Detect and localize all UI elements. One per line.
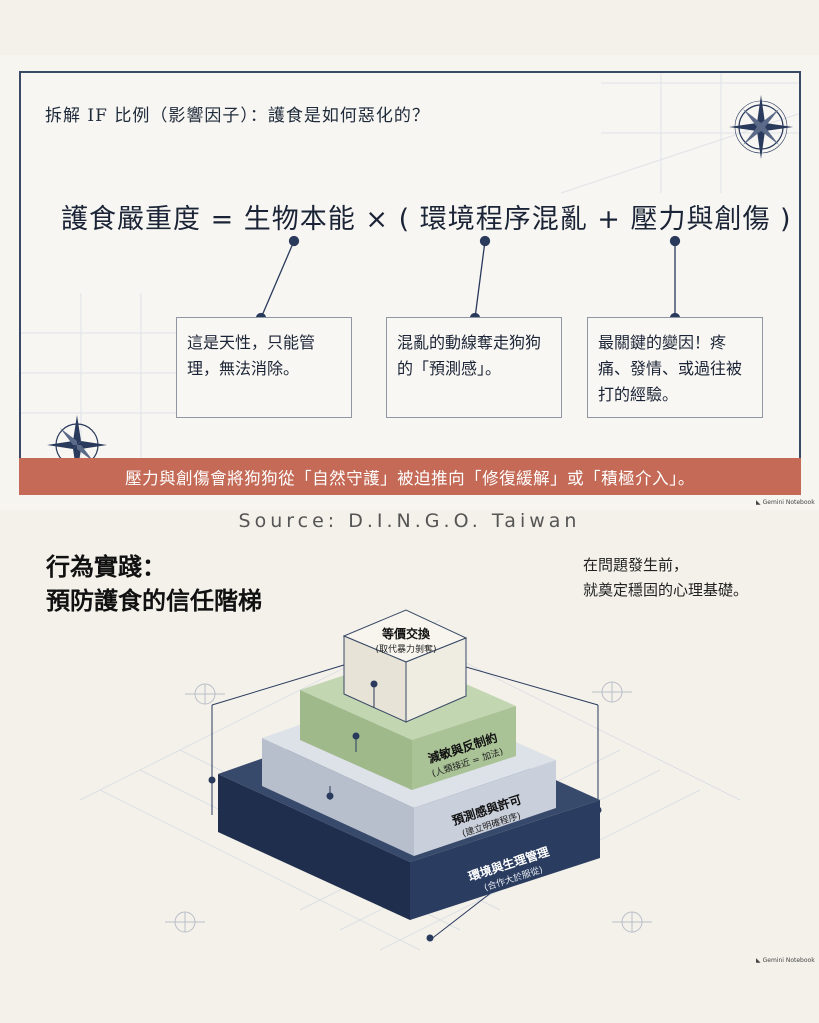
top-panel: 拆解 IF 比例（影響因子）：護食是如何惡化的？ 護食嚴重度 = 生物本能 × … <box>0 55 819 510</box>
source-credit: Source: D.I.N.G.O. Taiwan <box>238 510 581 532</box>
section-title: 行為實踐： 預防護食的信任階梯 <box>46 550 262 618</box>
brand-tag: ◣Gemini Notebook <box>756 957 815 964</box>
panel-frame: 拆解 IF 比例（影響因子）：護食是如何惡化的？ 護食嚴重度 = 生物本能 × … <box>19 71 801 495</box>
formula: 護食嚴重度 = 生物本能 × ( 環境程序混亂 + 壓力與創傷 ) <box>61 204 792 235</box>
brand-label: Gemini Notebook <box>762 957 815 964</box>
subtitle-line-2: 就奠定穩固的心理基礎。 <box>583 581 749 599</box>
brand-icon: ◣ <box>756 957 761 964</box>
title-line-2: 預防護食的信任階梯 <box>46 587 262 615</box>
brand-icon: ◣ <box>756 499 761 506</box>
panel-heading: 拆解 IF 比例（影響因子）：護食是如何惡化的？ <box>45 106 430 126</box>
tier-top <box>342 609 468 723</box>
tier-1-subtitle: (取代暴力剝奪) <box>375 643 436 655</box>
callout-instinct: 這是天性，只能管理，無法消除。 <box>176 317 352 418</box>
title-line-1: 行為實踐： <box>46 553 166 581</box>
tier-1-title: 等價交換 <box>381 626 431 641</box>
callout-environment: 混亂的動線奪走狗狗的「預測感」。 <box>386 317 562 418</box>
inner-connectors <box>326 680 378 800</box>
compass-icon <box>165 681 652 933</box>
trust-ladder-pyramid: 等價交換 (取代暴力剝奪) 減敏與反制約 (人類接近 = 加法) 預測感與許可 … <box>79 609 741 951</box>
brand-label: Gemini Notebook <box>762 499 815 506</box>
callout-stress: 最關鍵的變因！疼痛、發情、或過往被打的經驗。 <box>587 317 763 418</box>
summary-banner: 壓力與創傷會將狗狗從「自然守護」被迫推向「修復緩解」或「積極介入」。 <box>19 458 801 495</box>
compass-icon <box>729 95 793 159</box>
brand-tag: ◣Gemini Notebook <box>756 499 815 506</box>
section-subtitle: 在問題發生前， 就奠定穩固的心理基礎。 <box>583 553 748 603</box>
connector-lines <box>255 235 681 324</box>
subtitle-line-1: 在問題發生前， <box>583 556 689 574</box>
